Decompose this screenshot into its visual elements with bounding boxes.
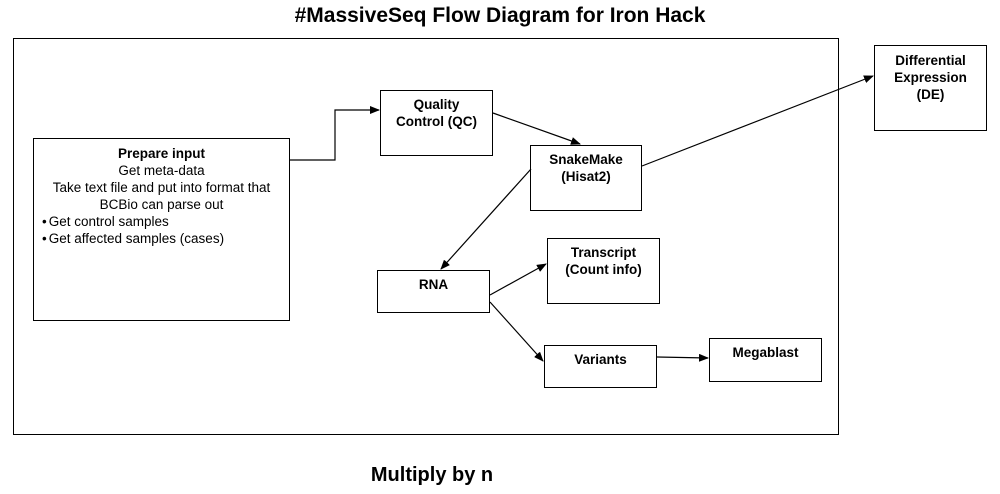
prepare-input-bullet: Get control samples [34,213,289,230]
megablast-node: Megablast [709,338,822,382]
node-label: RNA [418,277,449,292]
variants-node: Variants [544,345,657,388]
prepare-input-line: Take text file and put into format that [52,180,271,195]
prepare-input-bullet: Get affected samples (cases) [34,230,289,247]
node-label: Megablast [732,345,799,360]
node-label: Variants [574,352,627,367]
diagram-footer: Multiply by n [370,464,494,486]
node-label: (Count info) [565,262,642,277]
pipeline-frame [13,38,839,435]
arrow-variants-to-megablast [656,353,709,362]
quality-control-node: Quality Control (QC) [380,90,493,156]
arrow-snakemake-to-rna [440,168,532,270]
diagram-title: #MassiveSeq Flow Diagram for Iron Hack [294,4,706,27]
arrow-rna-to-variants [489,301,544,362]
arrow-rna-to-transcript [489,263,547,296]
arrow-prepare-to-qc [290,106,380,161]
differential-expression-node: Differential Expression (DE) [874,45,987,131]
node-label: Quality [413,97,460,112]
arrow-snakemake-to-de [641,75,874,167]
node-label: (Hisat2) [561,169,611,184]
node-label: Expression [894,70,967,85]
prepare-input-title: Prepare input [117,146,206,161]
transcript-node: Transcript (Count info) [547,238,660,304]
prepare-input-line: BCBio can parse out [99,197,224,212]
prepare-input-node: Prepare input Get meta-data Take text fi… [33,138,290,321]
node-label: Transcript [570,245,637,260]
rna-node: RNA [377,270,490,313]
snakemake-node: SnakeMake (Hisat2) [530,145,642,211]
prepare-input-line: Get meta-data [118,163,205,178]
node-label: Control (QC) [396,114,477,129]
node-label: SnakeMake [549,152,623,167]
node-label: (DE) [916,87,945,102]
arrow-qc-to-snakemake [492,112,581,145]
node-label: Differential [895,53,966,68]
